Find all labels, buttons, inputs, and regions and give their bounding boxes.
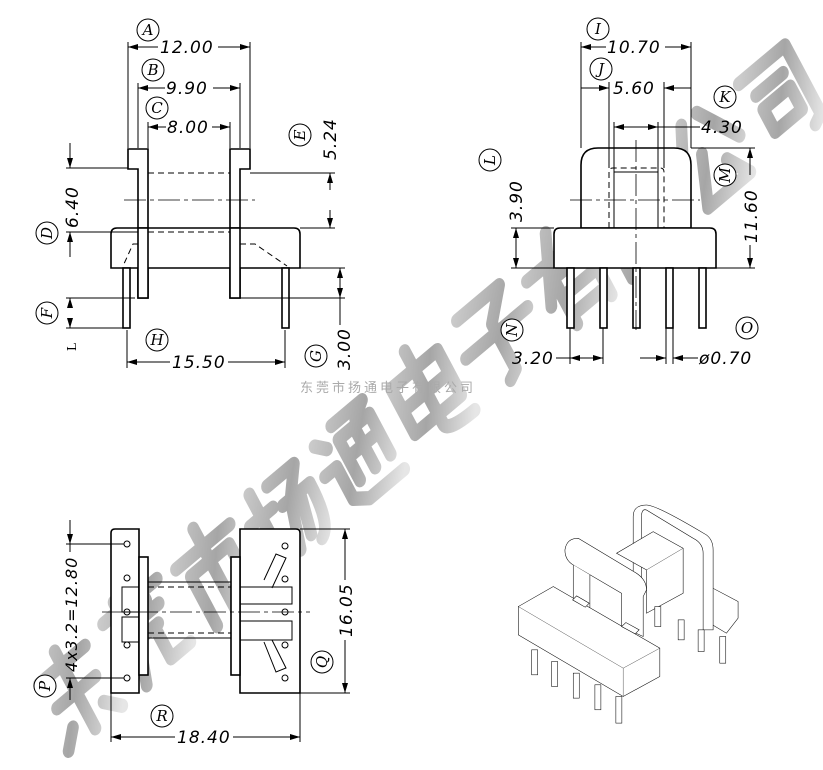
- label-I: I: [594, 20, 602, 38]
- dim-G-value: 3.00: [335, 328, 355, 370]
- label-J: J: [595, 60, 605, 78]
- watermark-glyph: [451, 278, 534, 388]
- dim-P-value: 4x3.2=12.80: [62, 557, 81, 672]
- dim-H-value: 15.50: [172, 353, 226, 373]
- label-D: D: [38, 227, 56, 240]
- dim-M-value: 11.60: [742, 189, 762, 243]
- label-H: H: [149, 331, 164, 349]
- dim-K-value: 4.30: [701, 118, 743, 138]
- label-C: C: [151, 99, 163, 117]
- dim-A-value: 12.00: [160, 38, 214, 58]
- dim-N-value: 3.20: [512, 349, 554, 369]
- label-Q: Q: [313, 656, 331, 668]
- watermark-glyph: [170, 517, 257, 634]
- dim-C-value: 8.00: [167, 118, 209, 138]
- label-G: G: [307, 350, 325, 362]
- bottom-view: 4x3.2=12.80 P 16.05 Q 18.40 R: [33, 520, 357, 748]
- label-F: F: [38, 307, 56, 319]
- label-R: R: [155, 707, 167, 725]
- dim-I-value: 10.70: [607, 38, 661, 58]
- dim-O-value: ø0.70: [698, 349, 752, 369]
- label-M: M: [716, 167, 734, 184]
- watermark-glyph: [308, 393, 411, 507]
- dim-B-value: 9.90: [166, 79, 208, 99]
- dim-F-value: L: [65, 343, 79, 351]
- dim-L-value: 3.90: [507, 180, 527, 222]
- label-P: P: [36, 680, 54, 692]
- dim-E-value: 5.24: [321, 118, 341, 160]
- label-E: E: [291, 129, 309, 141]
- label-O: O: [741, 319, 753, 337]
- front-view: 12.00 A 9.90 B 8.00 C 6.40 D 5.24 E F L …: [35, 18, 355, 373]
- watermark-small-text: 东莞市扬通电子有限公司: [300, 380, 476, 396]
- watermark-glyph: [732, 38, 823, 139]
- isometric-view: [518, 504, 739, 724]
- dim-Q-value: 16.05: [337, 583, 357, 637]
- label-A: A: [141, 21, 154, 39]
- watermark-glyph: [385, 342, 481, 442]
- label-B: B: [146, 61, 158, 79]
- dim-R-value: 18.40: [177, 728, 231, 748]
- watermark-glyph: [32, 638, 129, 759]
- label-L: L: [481, 155, 499, 166]
- label-N: N: [503, 323, 521, 338]
- dim-D-value: 6.40: [63, 186, 83, 228]
- side-view: 10.70 I 5.60 J 4.30 K 3.90 L 11.60 M 3.2…: [478, 17, 762, 369]
- dim-J-value: 5.60: [613, 79, 655, 99]
- label-K: K: [718, 88, 731, 106]
